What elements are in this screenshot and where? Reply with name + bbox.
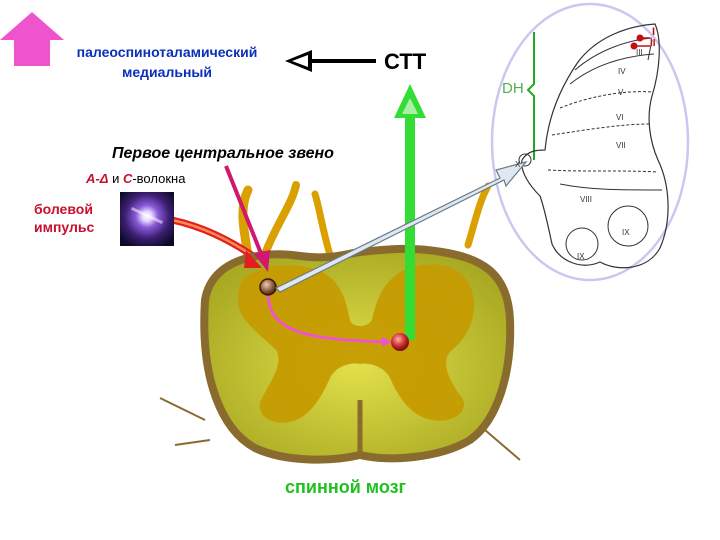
lamina-label-1: I <box>652 26 656 38</box>
lamina-label-4: IV <box>618 67 626 76</box>
afferent-terminal-arrow <box>244 250 262 268</box>
lamina-label-2: II <box>650 38 656 49</box>
first-link-pointer <box>224 165 270 272</box>
ctt-to-medial-arrow <box>285 50 376 72</box>
lamina-label-3: III <box>636 48 643 57</box>
lamina-label-5: V <box>618 88 624 97</box>
ctt-label: СТТ <box>384 49 427 74</box>
pain-impulse-image <box>120 192 174 246</box>
paleospinothalamic-label: палеоспиноталамический медиальный <box>62 42 272 82</box>
pain-line-2: импульс <box>34 219 95 235</box>
lamina-label-8: VIII <box>580 195 593 204</box>
pain-line-1: болевой <box>34 201 93 217</box>
pain-impulse-label: болевой импульс <box>34 200 94 236</box>
second-neuron-body <box>391 333 409 351</box>
spinothalamic-tract-arrow <box>394 84 426 340</box>
dorsal-horn-inset <box>490 2 690 282</box>
ascending-arrow-icon <box>0 12 64 66</box>
fiber-a-delta: А-Δ <box>86 171 109 186</box>
inset-dh-label: DH <box>502 80 524 97</box>
lamina-label-9b: IX <box>577 252 585 261</box>
lamina-label-6: VI <box>616 113 624 122</box>
paleo-line-2: медиальный <box>122 64 212 80</box>
second-neuron-axon <box>266 291 392 347</box>
fiber-c: С <box>122 171 133 186</box>
first-central-link-label: Первое центральное звено <box>112 145 334 162</box>
lamina-label-10: X <box>515 160 521 169</box>
lamina-label-7: VII <box>616 141 626 150</box>
spinal-cord-section <box>159 244 521 464</box>
fiber-rest: -волокна <box>132 171 186 186</box>
paleo-line-1: палеоспиноталамический <box>76 44 258 60</box>
spinal-cord-label: спинной мозг <box>285 477 407 497</box>
fiber-and: и <box>108 171 123 186</box>
fibers-label: А-Δ и С-волокна <box>86 171 185 186</box>
magnify-arrow <box>274 160 528 293</box>
first-neuron-body <box>259 278 277 296</box>
lamina-label-9: IX <box>622 228 630 237</box>
